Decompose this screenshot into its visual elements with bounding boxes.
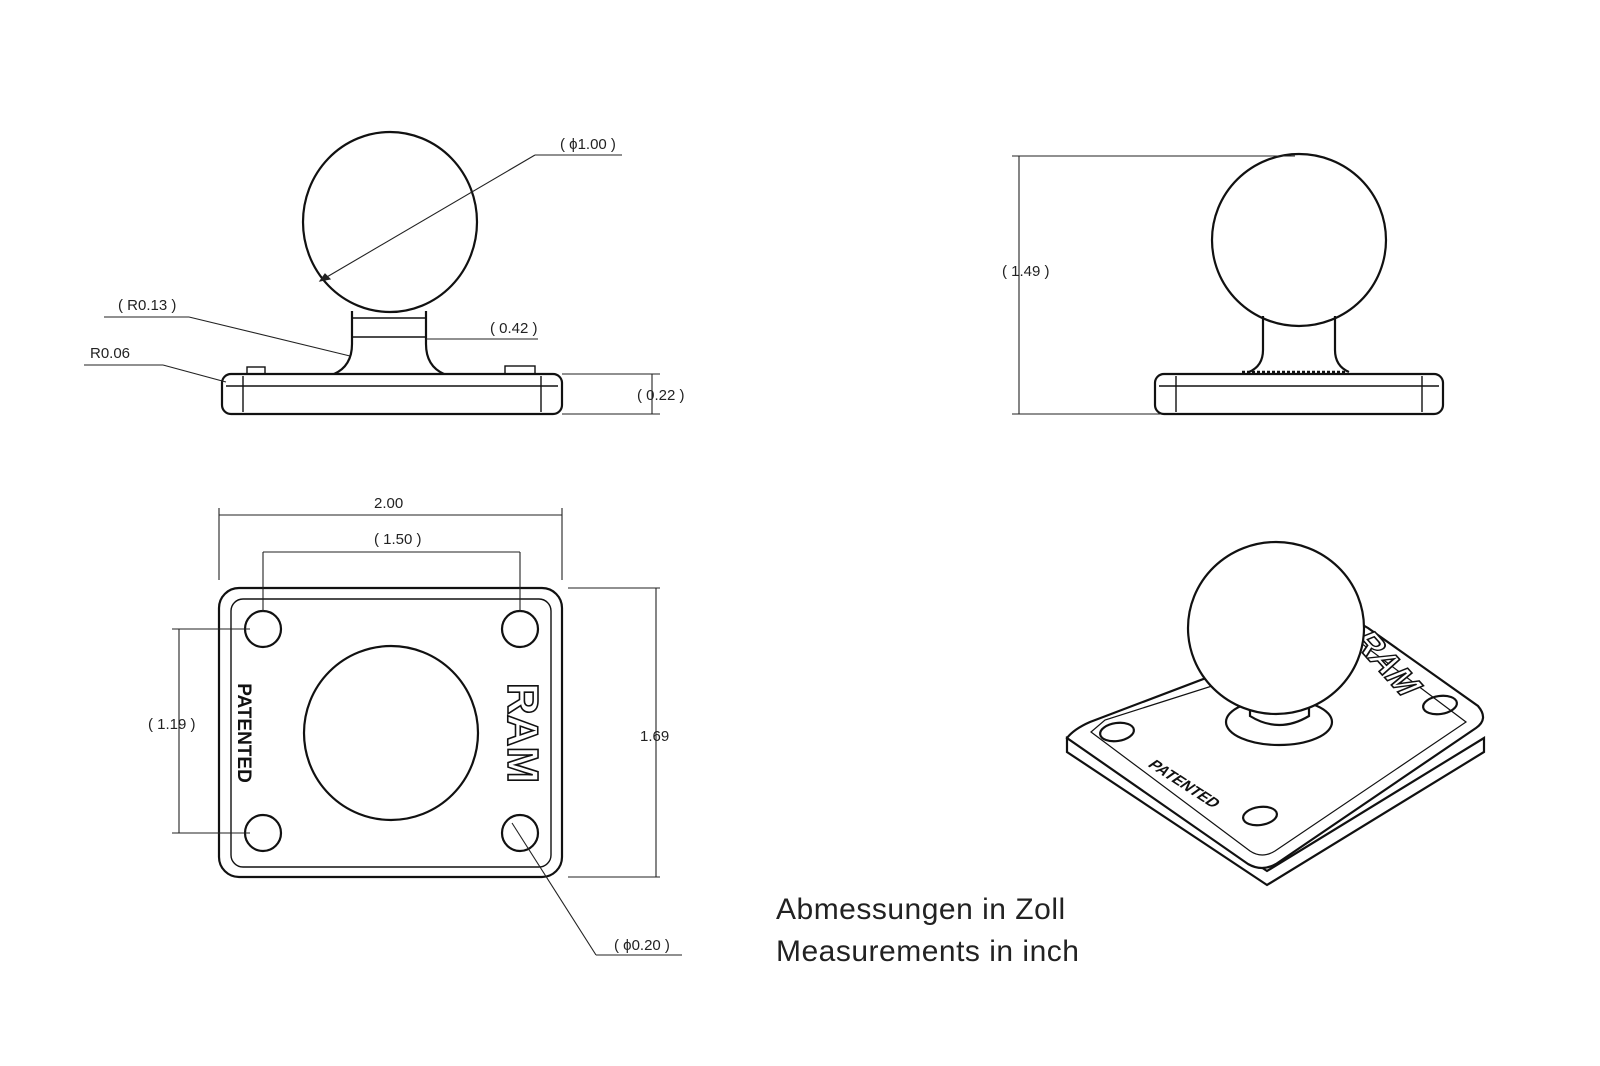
iso-hole-right: [1422, 694, 1458, 716]
iso-ball: [1186, 540, 1366, 716]
isometric-view: PATENTED RAM: [1065, 540, 1486, 887]
front-ball: [301, 130, 479, 314]
marking-ram: RAM: [498, 683, 547, 783]
dim-hole-spacing-y: ( 1.19 ): [148, 716, 196, 733]
dim-neck-width: ( 0.42 ): [490, 320, 538, 337]
top-ball: [302, 644, 480, 822]
top-view: PATENTED RAM 2.00 ( 1.50 ) ( 1.19 ) 1.69…: [148, 495, 682, 956]
mount-hole-bottom-left: [243, 813, 283, 853]
side-view: ( 1.49 ): [1002, 152, 1445, 416]
mount-hole-top-right: [500, 609, 540, 649]
dim-hole-diameter: ( ϕ0.20 ): [614, 937, 670, 954]
dim-hole-spacing-x: ( 1.50 ): [374, 531, 422, 548]
dim-base-width: 2.00: [374, 495, 403, 512]
dim-total-height: ( 1.49 ): [1002, 263, 1050, 280]
mount-hole-top-left: [243, 609, 283, 649]
front-neck: [333, 311, 445, 376]
dim-base-thickness: ( 0.22 ): [637, 387, 685, 404]
unit-note-english: Measurements in inch: [776, 935, 1080, 968]
front-base-plate: [220, 372, 564, 416]
side-ball: [1210, 152, 1388, 328]
iso-hole-bottom: [1242, 805, 1278, 827]
mount-hole-bottom-right: [500, 813, 540, 853]
dim-fillet-radius-base: R0.06: [90, 345, 130, 362]
dim-ball-diameter: ( ϕ1.00 ): [560, 136, 616, 153]
side-neck: [1248, 316, 1350, 374]
unit-note-german: Abmessungen in Zoll: [776, 893, 1066, 926]
front-view: ( ϕ1.00 ) ( R0.13 ) R0.06 ( 0.42 ) ( 0.2…: [84, 130, 685, 416]
dim-fillet-radius-top: ( R0.13 ): [118, 297, 176, 314]
iso-hole-left: [1099, 721, 1135, 743]
top-base-outline: [217, 586, 564, 879]
side-base-plate: [1153, 372, 1445, 416]
marking-patented: PATENTED: [233, 683, 254, 783]
dim-base-depth: 1.69: [640, 728, 669, 745]
